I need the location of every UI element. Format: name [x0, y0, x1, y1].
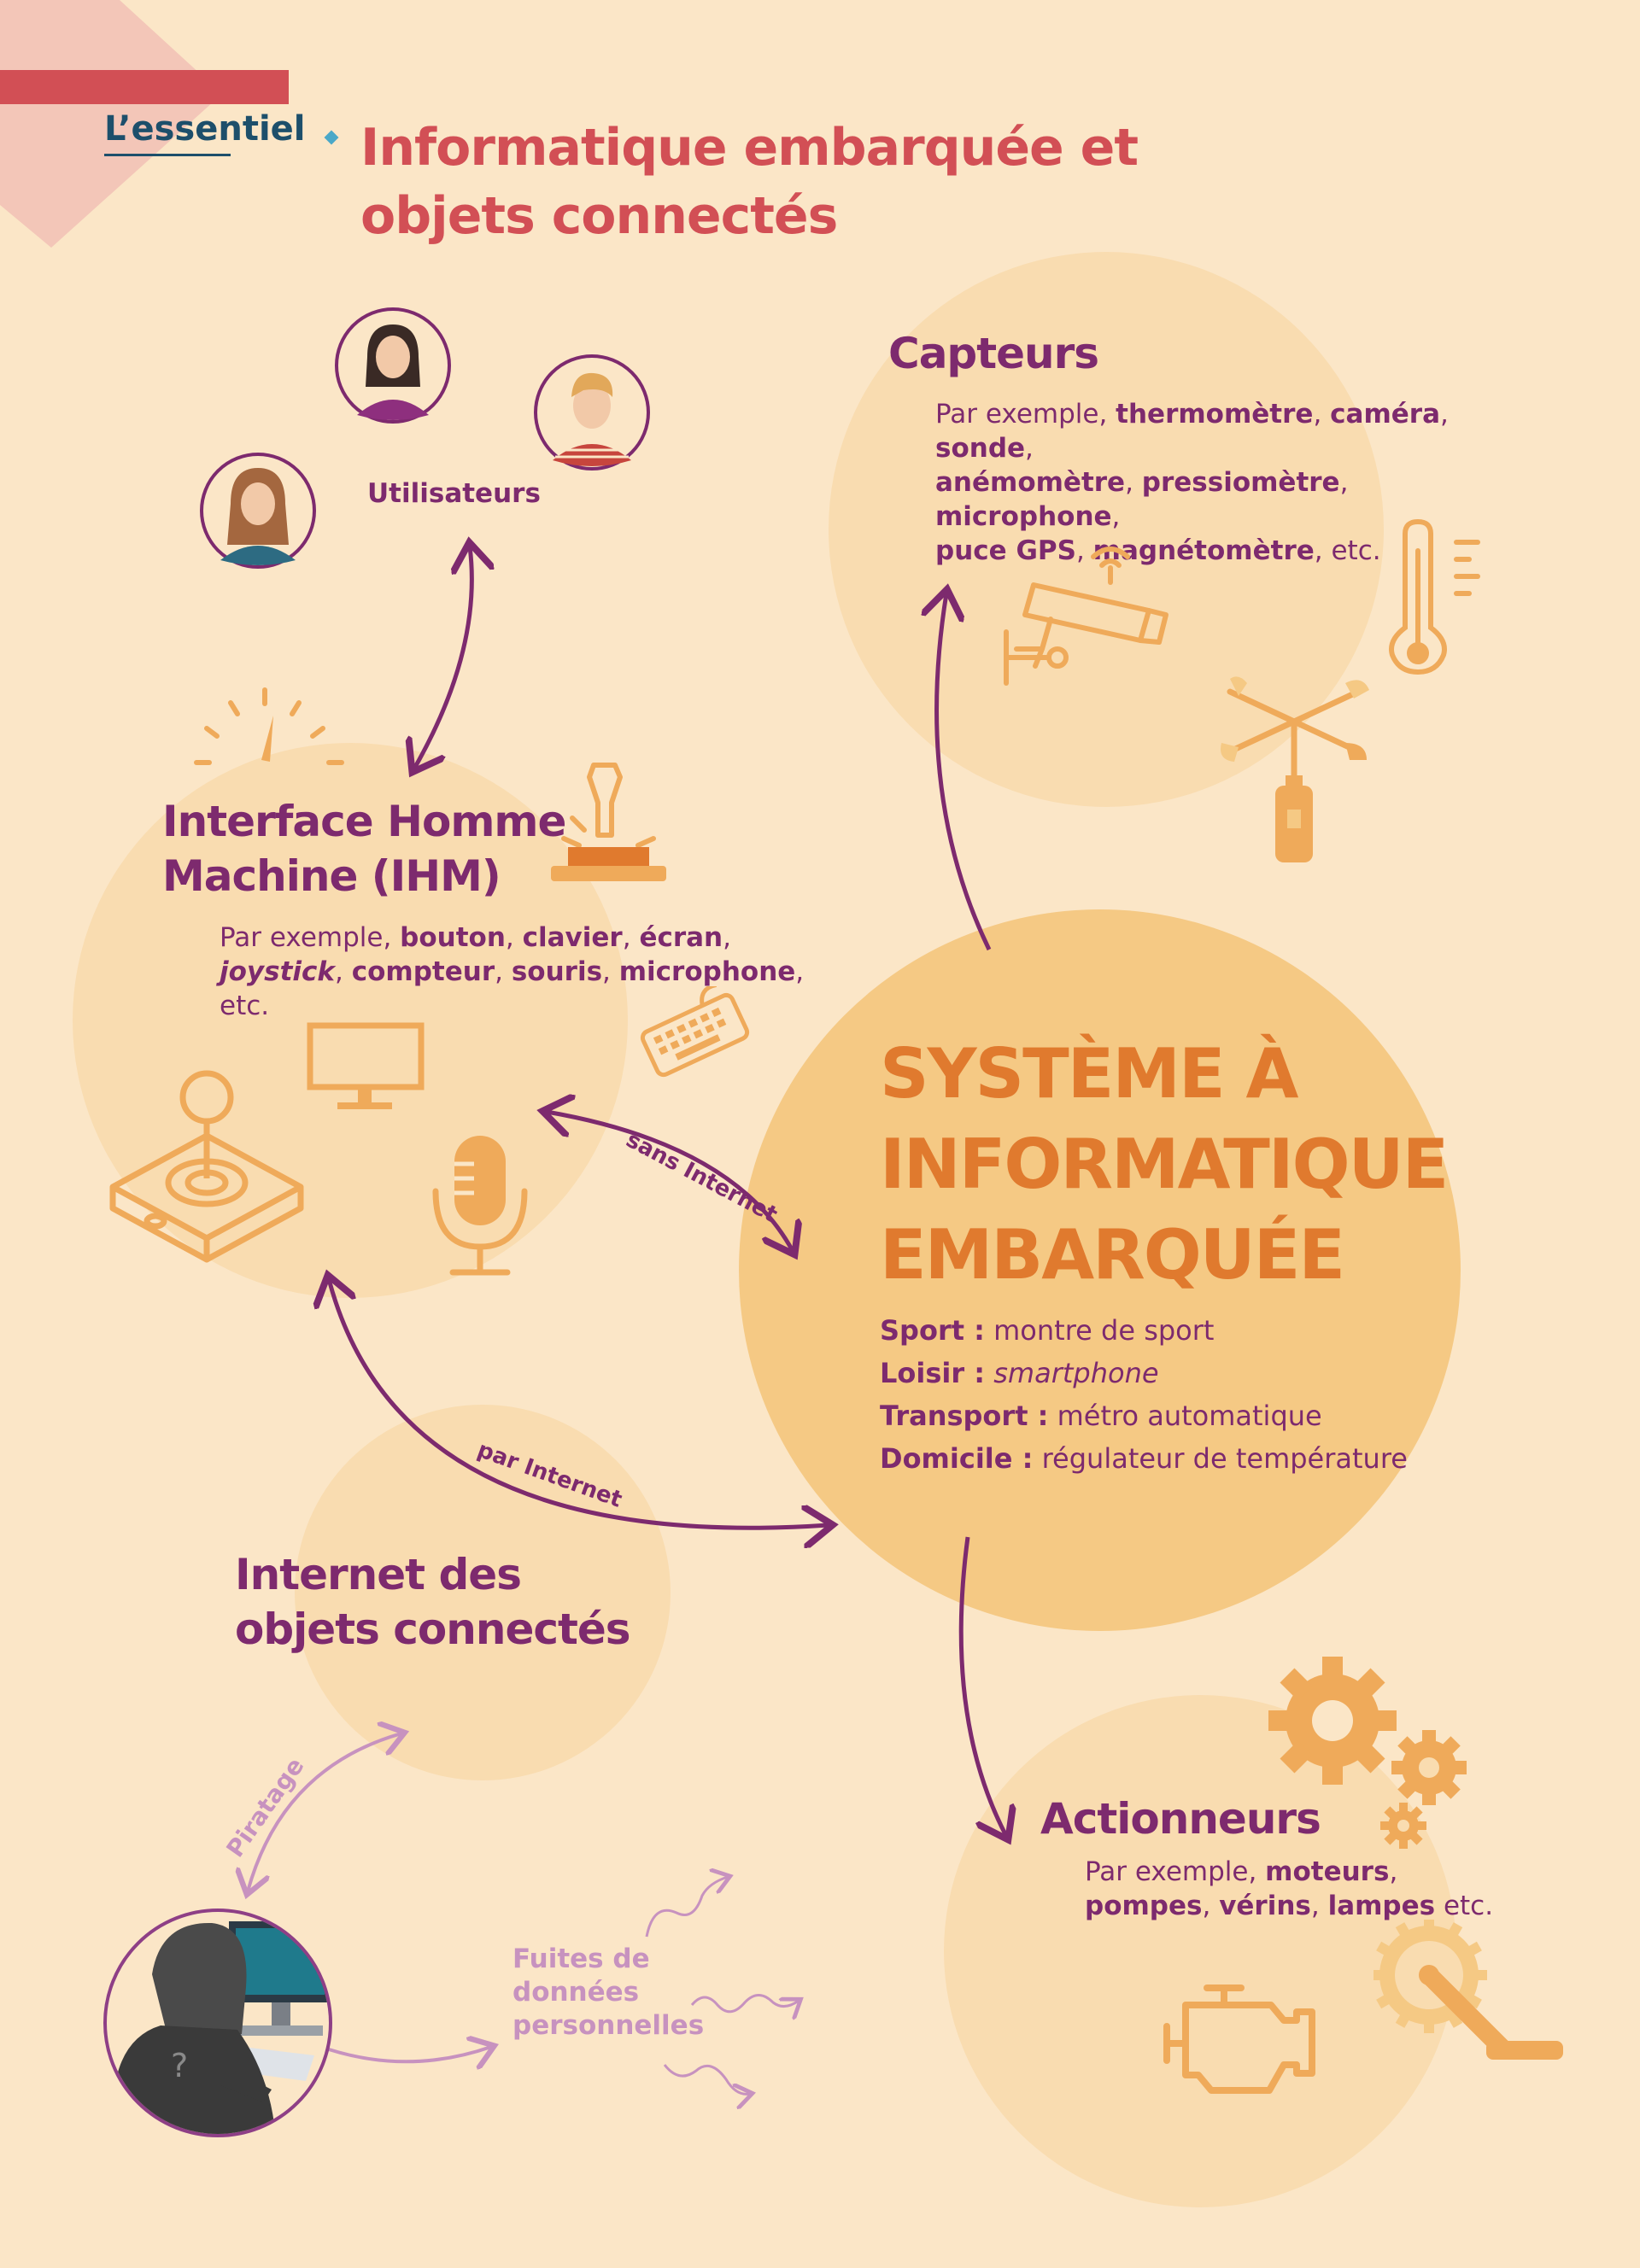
ihm-examples: Par exemple, bouton, clavier, écran,joys… — [220, 922, 805, 1021]
user-woman-long-hair-icon — [200, 453, 316, 569]
capteurs-title: Capteurs — [888, 329, 1099, 378]
actionneur-item: vérins — [1219, 1891, 1311, 1921]
thermometer-icon — [1389, 518, 1480, 675]
actionneurs-suffix: etc. — [1435, 1891, 1494, 1921]
ihm-item: clavier — [522, 922, 623, 953]
fuites-line-3: personnelles — [512, 2010, 705, 2041]
example-value: montre de sport — [993, 1314, 1215, 1347]
corner-decoration — [0, 0, 222, 248]
actionneur-item: pompes — [1085, 1891, 1203, 1921]
anemometer-icon — [1221, 676, 1369, 862]
iot-title-line-2: objets connectés — [235, 1605, 631, 1654]
fuites-line-1: Fuites de — [512, 1944, 650, 1974]
ihm-item: bouton — [400, 922, 506, 953]
systeme-title-line-1: SYSTÈME À — [880, 1034, 1298, 1114]
user-man-blond-icon — [534, 354, 650, 471]
systeme-examples: Sport : montre de sport Loisir : smartph… — [880, 1309, 1408, 1480]
capteurs-prefix: Par exemple, — [935, 399, 1116, 430]
engine-motor-icon — [1163, 1984, 1315, 2094]
security-camera-icon — [1004, 547, 1168, 686]
systeme-circle — [739, 909, 1461, 1631]
ihm-item: écran — [639, 922, 723, 953]
page-title-line-2: objets connectés — [360, 186, 838, 246]
actionneurs-circle — [944, 1695, 1456, 2207]
example-key: Sport : — [880, 1314, 985, 1347]
actionneurs-examples: Par exemple, moteurs,pompes, vérins, lam… — [1085, 1856, 1494, 1921]
fuites-line-2: données — [512, 1977, 640, 2008]
arrow-piratage — [248, 1733, 401, 1891]
push-button-icon — [551, 763, 666, 881]
capteur-item: magnétomètre — [1092, 535, 1315, 566]
gauge-counter-icon — [194, 687, 344, 765]
capteur-item: anémomètre — [935, 467, 1126, 498]
header-red-bar — [0, 70, 289, 104]
arrow-systeme-capteurs — [937, 593, 992, 951]
ihm-suffix: , etc. — [220, 956, 805, 1021]
ihm-title-line-1: Interface Homme — [162, 797, 566, 846]
ihm-item: souris — [511, 956, 603, 987]
utilisateurs-label: Utilisateurs — [367, 478, 541, 509]
pedal-crank-icon — [1374, 1920, 1563, 2060]
iot-title-line-1: Internet des — [235, 1550, 522, 1599]
wave-3 — [663, 2064, 750, 2094]
fuites-label: Fuites de données personnelles — [512, 1943, 704, 2043]
ihm-item: joystick — [220, 956, 336, 987]
systeme-title-line-3: EMBARQUÉE — [880, 1215, 1345, 1295]
user-woman-dark-hair-icon — [335, 307, 451, 424]
essentiel-underline — [104, 154, 231, 156]
actionneurs-prefix: Par exemple, — [1085, 1856, 1266, 1887]
wave-1 — [645, 1877, 728, 1938]
ihm-title-line-2: Machine (IHM) — [162, 851, 501, 901]
monitor-screen-icon — [307, 1022, 425, 1109]
capteurs-examples: Par exemple, thermomètre, caméra, sonde,… — [935, 399, 1449, 566]
arrow-ihm-internet — [329, 1279, 829, 1528]
capteur-item: puce GPS — [935, 535, 1076, 566]
example-value: régulateur de température — [1041, 1442, 1408, 1475]
joystick-icon — [109, 1070, 304, 1263]
systeme-title-line-2: INFORMATIQUE — [880, 1125, 1449, 1204]
capteurs-circle — [829, 252, 1384, 807]
actionneurs-title: Actionneurs — [1040, 1794, 1321, 1844]
capteur-item: caméra — [1330, 399, 1440, 430]
arrow-systeme-actionneurs — [958, 1536, 1006, 1836]
ihm-title: Interface Homme Machine (IHM) — [162, 794, 566, 903]
page-title: Informatique embarquée et objets connect… — [360, 114, 1139, 250]
ihm-circle — [73, 743, 628, 1298]
arrow-users-ihm — [414, 547, 472, 769]
iot-title: Internet des objets connectés — [235, 1547, 631, 1657]
systeme-title: SYSTÈME À INFORMATIQUE EMBARQUÉE — [880, 1029, 1449, 1301]
wave-2 — [690, 1994, 799, 2012]
example-row: Domicile : régulateur de température — [880, 1437, 1408, 1480]
example-key: Domicile : — [880, 1442, 1034, 1475]
arrow-fuites — [328, 2047, 491, 2061]
example-value: métro automatique — [1057, 1400, 1322, 1432]
actionneur-item: moteurs — [1265, 1856, 1390, 1887]
ihm-item: microphone — [618, 956, 796, 987]
capteurs-suffix: , etc. — [1314, 535, 1381, 566]
page-title-line-1: Informatique embarquée et — [360, 118, 1139, 178]
capteur-item: thermomètre — [1116, 399, 1314, 430]
example-key: Transport : — [880, 1400, 1049, 1432]
svg-text:?: ? — [171, 2047, 188, 2084]
example-value: smartphone — [993, 1357, 1159, 1389]
header-label: L’essentiel — [104, 109, 306, 156]
actionneur-item: lampes — [1327, 1891, 1436, 1921]
essentiel-label: L’essentiel — [104, 109, 306, 149]
example-key: Loisir : — [880, 1357, 986, 1389]
gears-icon — [1268, 1657, 1467, 1849]
ihm-prefix: Par exemple, — [220, 922, 401, 953]
capteur-item: sonde — [935, 433, 1026, 464]
example-row: Loisir : smartphone — [880, 1352, 1408, 1394]
capteur-item: microphone — [935, 501, 1112, 532]
example-row: Transport : métro automatique — [880, 1394, 1408, 1437]
hacker-icon: ? — [103, 1909, 332, 2137]
keyboard-icon — [640, 986, 750, 1078]
ihm-item: compteur — [351, 956, 495, 987]
capteur-item: pressiomètre — [1141, 467, 1340, 498]
example-row: Sport : montre de sport — [880, 1309, 1408, 1352]
microphone-icon — [432, 1136, 528, 1276]
arrow-ihm-systeme — [547, 1112, 793, 1251]
